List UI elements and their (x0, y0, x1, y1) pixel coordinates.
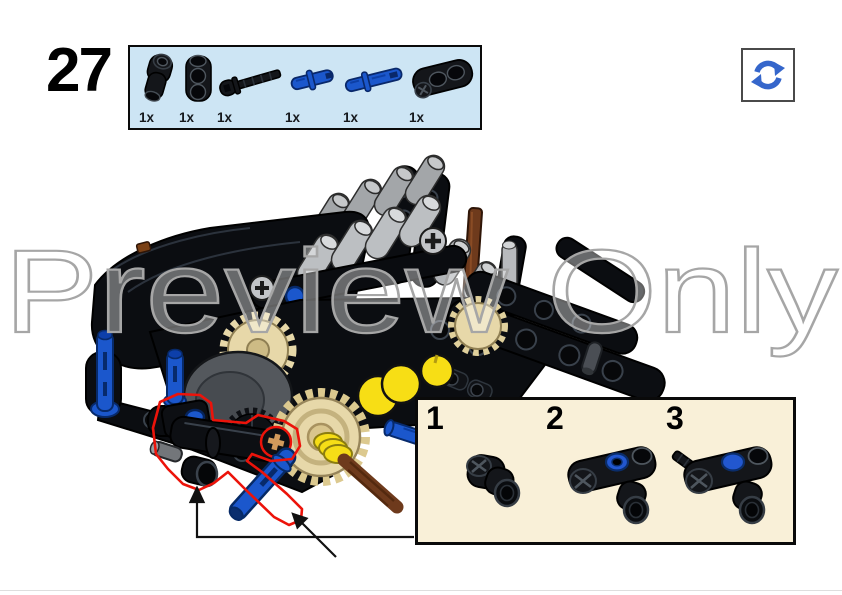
part-qty: 1x (179, 110, 195, 125)
part-qty: 1x (139, 110, 155, 125)
highlighted-subassembly (149, 392, 304, 527)
part-item-blue-axle-pin: 1x (284, 49, 340, 127)
callout-step-1-number: 1 (426, 400, 444, 436)
part-item-3l-connector: 1x (408, 49, 478, 127)
part-item-angle-connector: 1x (138, 49, 178, 127)
callout-step-3-number: 3 (666, 400, 684, 436)
rotate-icon (751, 60, 785, 90)
right-frame-beams (383, 236, 666, 447)
crown-gear (272, 388, 404, 514)
callout-part-1 (466, 454, 521, 508)
rotate-model-button[interactable] (741, 48, 795, 102)
callout-box: 1 2 3 (415, 397, 796, 545)
callout-illustrations (466, 446, 773, 525)
callout-part-3 (671, 446, 773, 525)
part-item-axle-with-stud: 1x (216, 49, 284, 127)
blue-pin-vertical-left (90, 329, 120, 418)
axle-with-stud-icon (219, 69, 282, 97)
highlight-outline (151, 392, 304, 527)
angle-connector-icon (144, 53, 174, 102)
part-qty: 1x (409, 110, 425, 125)
tan-gear-right (448, 296, 508, 356)
part-qty: 1x (343, 110, 359, 125)
page-divider (0, 590, 842, 591)
engine-cylinders-front (296, 194, 498, 303)
gray-pin (581, 341, 603, 376)
perpendicular-connector-icon (185, 54, 212, 102)
callout-part-2 (567, 446, 657, 525)
3l-connector-icon (412, 59, 474, 99)
yellow-half-bushes (356, 353, 455, 418)
callout-step-2-number: 2 (546, 400, 564, 436)
parts-panel: 1x 1x 1x (128, 45, 482, 130)
part-qty: 1x (285, 110, 301, 125)
blue-3l-pin-icon (344, 67, 403, 93)
blue-axle-pin-icon (290, 69, 334, 91)
callout-arrows (188, 485, 414, 558)
part-item-blue-3l-pin: 1x (342, 49, 406, 127)
step-number: 27 (46, 36, 113, 105)
part-item-perpendicular-connector: 1x (178, 49, 216, 127)
part-qty: 1x (217, 110, 233, 125)
top-beam (249, 227, 468, 310)
brown-axle-tip (135, 241, 152, 254)
brown-axle-diagonal (337, 453, 404, 514)
